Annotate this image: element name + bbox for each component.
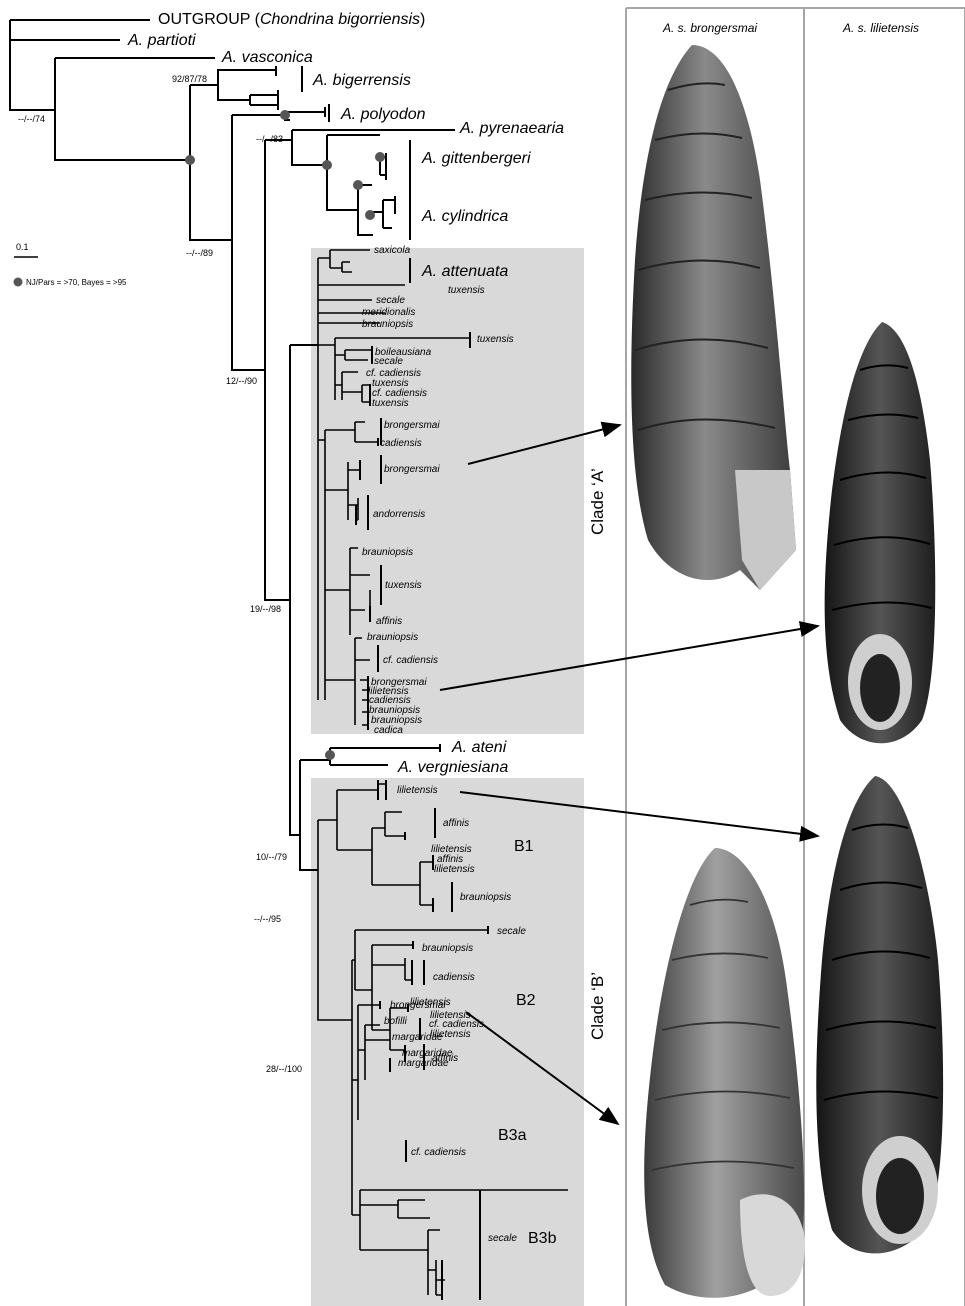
- tip-label: lilietensis: [434, 864, 475, 875]
- outgroup-close: ): [420, 11, 425, 28]
- tip-label: cf. cadiensis: [383, 655, 438, 666]
- tip-label: brongersmai: [384, 420, 440, 431]
- support-value: 12/--/90: [226, 376, 257, 386]
- support-value: 19/--/98: [250, 604, 281, 614]
- tip-label: saxicola: [374, 245, 411, 256]
- clade-b-label: Clade ‘B’: [588, 972, 607, 1040]
- tip-label: affinis: [376, 616, 402, 627]
- taxon-vasconica: A. vasconica: [221, 49, 313, 66]
- tip-label: cadiensis: [380, 438, 422, 449]
- outgroup-name: OUTGROUP (: [158, 11, 261, 28]
- support-value: --/--/95: [254, 914, 281, 924]
- shell-image-brongersmai-top: [631, 45, 796, 590]
- support-value: 28/--/100: [266, 1064, 302, 1074]
- subclade-b2: B2: [516, 992, 536, 1009]
- tip-label: tuxensis: [477, 334, 514, 345]
- tip-label: cf. cadiensis: [411, 1147, 466, 1158]
- tip-label: tuxensis: [385, 580, 422, 591]
- tip-label: brauniopsis: [367, 632, 418, 643]
- legend-text: NJ/Pars = >70, Bayes = >95: [26, 278, 127, 287]
- tip-label: brauniopsis: [460, 892, 511, 903]
- clade-a-label: Clade ‘A’: [588, 468, 607, 535]
- outgroup-label: OUTGROUP (Chondrina bigorriensis): [158, 11, 425, 28]
- subclade-b3a: B3a: [498, 1127, 527, 1144]
- taxon-cylindrica: A. cylindrica: [421, 208, 508, 225]
- tip-label: margaridae: [392, 1032, 443, 1043]
- clade-a-shading: [311, 248, 584, 734]
- tip-label: affinis: [443, 818, 469, 829]
- legend-node-icon: [14, 278, 23, 287]
- tip-label: brauniopsis: [422, 943, 473, 954]
- tip-label: secale: [488, 1233, 517, 1244]
- column-header-brongersmai: A. s. brongersmai: [662, 21, 757, 35]
- taxon-gittenbergeri: A. gittenbergeri: [421, 150, 531, 167]
- tip-label: secale: [374, 356, 403, 367]
- column-header-lilietensis: A. s. lilietensis: [842, 21, 919, 35]
- tip-label: brauniopsis: [362, 319, 413, 330]
- taxon-vergniesiana: A. vergniesiana: [397, 759, 508, 776]
- subclade-b3b: B3b: [528, 1230, 557, 1247]
- support-value: 92/87/78: [172, 74, 207, 84]
- support-value: 10/--/79: [256, 852, 287, 862]
- support-value: --/--/83: [256, 134, 283, 144]
- shell-image-lilietensis-bottom: [816, 776, 943, 1253]
- tip-label: tuxensis: [372, 398, 409, 409]
- taxon-pyrenaearia: A. pyrenaearia: [459, 120, 564, 137]
- taxon-bigerrensis: A. bigerrensis: [312, 72, 411, 89]
- tip-label: cadiensis: [433, 972, 475, 983]
- tip-label: brauniopsis: [362, 547, 413, 558]
- tip-label: tuxensis: [448, 285, 485, 296]
- support-value: --/--/89: [186, 248, 213, 258]
- taxon-polyodon: A. polyodon: [340, 106, 426, 123]
- subclade-b1: B1: [514, 838, 534, 855]
- tip-label: andorrensis: [373, 509, 425, 520]
- tip-label: bofilli: [384, 1016, 408, 1027]
- tip-label: margaridae: [398, 1058, 449, 1069]
- tip-label: brongersmai: [390, 1000, 446, 1011]
- tip-label: lilietensis: [397, 785, 438, 796]
- scale-bar-label: 0.1: [16, 242, 29, 252]
- tip-label: brongersmai: [384, 464, 440, 475]
- support-value: --/--/74: [18, 114, 45, 124]
- taxon-partioti: A. partioti: [127, 32, 196, 49]
- taxon-ateni: A. ateni: [451, 739, 507, 756]
- tip-label: cadica: [374, 725, 403, 736]
- tip-label: secale: [497, 926, 526, 937]
- tip-label: meridionalis: [362, 307, 415, 318]
- shell-image-lilietensis-top: [825, 322, 936, 743]
- taxon-attenuata: A. attenuata: [421, 263, 508, 280]
- tip-label: secale: [376, 295, 405, 306]
- outgroup-species: Chondrina bigorriensis: [260, 11, 420, 28]
- shell-image-brongersmai-bottom: [644, 848, 805, 1298]
